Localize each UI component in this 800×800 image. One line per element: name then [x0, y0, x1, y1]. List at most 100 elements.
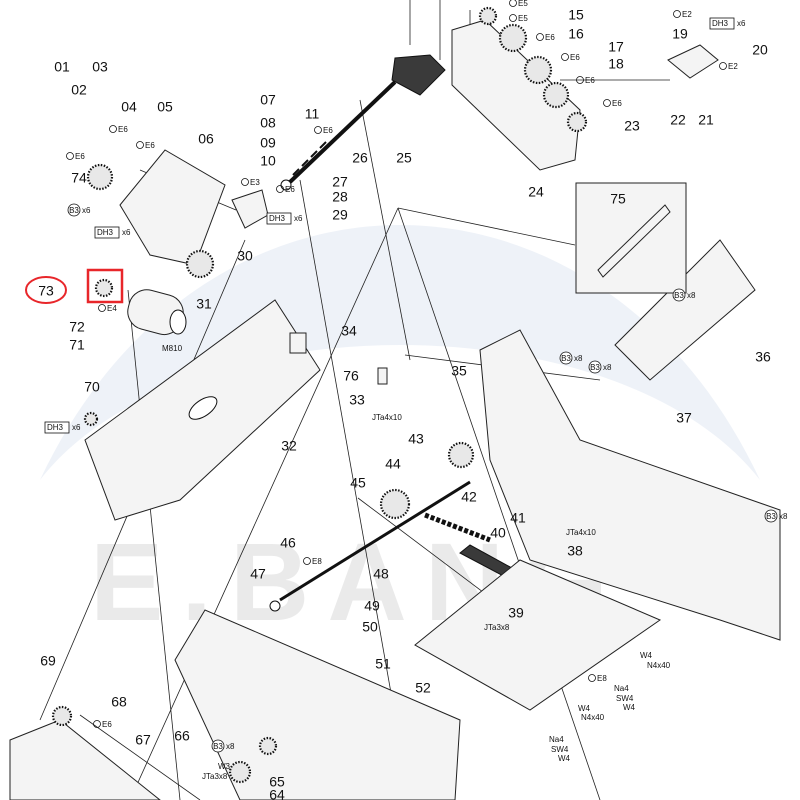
b3-tag: B3 — [674, 291, 684, 300]
eclip-tag: E5 — [518, 0, 528, 8]
eclip-mark — [303, 557, 311, 565]
callout-28: 28 — [332, 189, 348, 205]
eclip-mark — [109, 125, 117, 133]
eclip-tag: E8 — [312, 557, 322, 566]
b3-mult: x8 — [603, 363, 612, 372]
callout-49: 49 — [364, 598, 380, 614]
callout-75: 75 — [610, 191, 626, 207]
screw-note: JTa4x10 — [372, 413, 402, 422]
callout-72: 72 — [69, 319, 85, 335]
dh3-tag: DH3 — [712, 19, 729, 28]
screw-note: JTa3x8 — [202, 772, 228, 781]
dh3-tag: DH3 — [47, 423, 64, 432]
eclip-tag: E6 — [545, 33, 555, 42]
part-24-gear-frame — [451, 6, 588, 171]
eclip-mark — [576, 76, 584, 84]
screw-note: W3 — [218, 762, 231, 771]
part-26-shaft — [280, 80, 397, 191]
part-36-guide — [575, 182, 756, 381]
screw-note: W4 — [640, 651, 653, 660]
eclip-mark — [536, 33, 544, 41]
callout-37: 37 — [676, 410, 692, 426]
screw-note: W4 — [623, 703, 636, 712]
b3-mult: x8 — [226, 742, 235, 751]
callout-52: 52 — [415, 680, 431, 696]
eclip-mark — [719, 62, 727, 70]
eclip-tag: E6 — [612, 99, 622, 108]
part-67-bracket — [9, 719, 161, 800]
callout-46: 46 — [280, 535, 296, 551]
eclip-mark — [509, 0, 517, 7]
callout-33: 33 — [349, 392, 365, 408]
callout-40: 40 — [490, 525, 506, 541]
screw-note: N4x40 — [581, 713, 605, 722]
dh3-box — [709, 17, 735, 30]
motor-label: M810 — [162, 344, 183, 353]
b3-circle — [559, 351, 573, 365]
eclip-mark — [93, 720, 101, 728]
b3-mult: x8 — [687, 291, 696, 300]
callout-67: 67 — [135, 732, 151, 748]
callout-07: 07 — [260, 92, 276, 108]
callout-29: 29 — [332, 207, 348, 223]
b3-circle — [764, 509, 778, 523]
screw-note: SW4 — [551, 745, 569, 754]
callout-10: 10 — [260, 153, 276, 169]
callout-06: 06 — [198, 131, 214, 147]
dh3-tag: DH3 — [97, 228, 114, 237]
callout-31: 31 — [196, 296, 212, 312]
eclip-mark — [136, 141, 144, 149]
callout-02: 02 — [71, 82, 87, 98]
b3-tag: B3 — [561, 354, 571, 363]
part-21-22-solenoid — [667, 44, 719, 79]
b3-mult: x8 — [574, 354, 583, 363]
eclip-tag: E6 — [75, 152, 85, 161]
dh3-box — [94, 226, 120, 239]
callout-65: 65 — [269, 774, 285, 790]
callout-76: 76 — [343, 368, 359, 384]
callout-36: 36 — [755, 349, 771, 365]
callout-39: 39 — [508, 605, 524, 621]
eclip-mark — [98, 304, 106, 312]
part-37-frame — [479, 329, 781, 641]
dh3-box — [266, 212, 292, 225]
callout-30: 30 — [237, 248, 253, 264]
callout-50: 50 — [362, 619, 378, 635]
b3-mult: x8 — [779, 512, 788, 521]
callout-25: 25 — [396, 150, 412, 166]
callout-03: 03 — [92, 59, 108, 75]
callout-45: 45 — [350, 475, 366, 491]
callout-66: 66 — [174, 728, 190, 744]
dh3-mult: x6 — [294, 214, 303, 223]
callout-47: 47 — [250, 566, 266, 582]
callout-19: 19 — [672, 26, 688, 42]
callout-70: 70 — [84, 379, 100, 395]
eclip-tag: E5 — [518, 14, 528, 23]
eclip-mark — [241, 178, 249, 186]
callout-08: 08 — [260, 115, 276, 131]
callout-44: 44 — [385, 456, 401, 472]
callout-01: 01 — [54, 59, 70, 75]
part-48-shaft — [279, 480, 471, 602]
callout-69: 69 — [40, 653, 56, 669]
b3-circle — [67, 203, 81, 217]
callout-05: 05 — [157, 99, 173, 115]
screw-note: JTa4x10 — [566, 528, 596, 537]
part-35-gear — [447, 441, 475, 469]
eclip-mark — [588, 674, 596, 682]
callout-26: 26 — [352, 150, 368, 166]
callout-15: 15 — [568, 7, 584, 23]
callout-20: 20 — [752, 42, 768, 58]
eclip-tag: E6 — [570, 53, 580, 62]
callout-48: 48 — [373, 566, 389, 582]
callout-34: 34 — [341, 323, 357, 339]
eclip-tag: E4 — [107, 304, 117, 313]
eclip-mark — [561, 53, 569, 61]
b3-circle — [211, 739, 225, 753]
screw-notes: JTa4x10JTa4x10JTa3x8JTa3x8W3W4N4x40Na4SW… — [202, 413, 671, 781]
